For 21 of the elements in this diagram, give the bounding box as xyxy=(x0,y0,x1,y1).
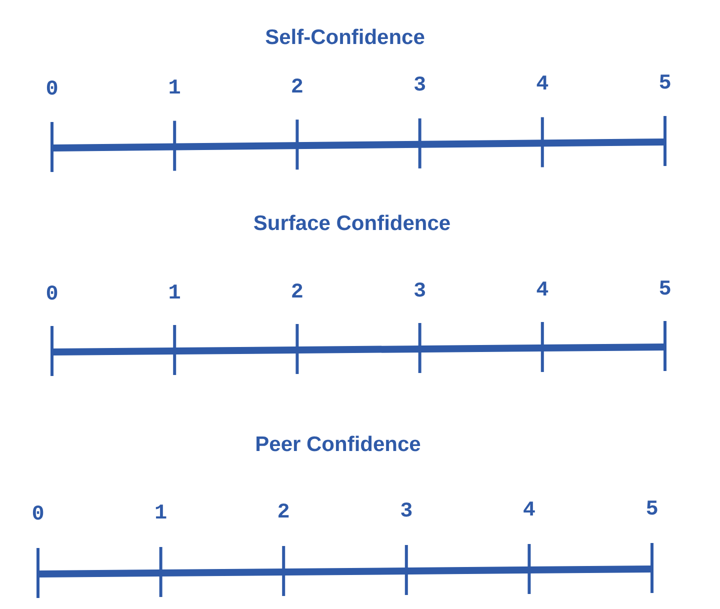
scale-number: 4 xyxy=(536,280,549,302)
scale-number: 3 xyxy=(414,280,426,304)
scale-title: Self-Confidence xyxy=(265,26,425,50)
scale-number: 4 xyxy=(522,500,536,522)
scale-number: 0 xyxy=(46,284,58,306)
scale-number: 1 xyxy=(168,282,181,306)
scale-number: 1 xyxy=(168,77,181,100)
scale-number: 1 xyxy=(154,502,168,526)
scale-number: 4 xyxy=(536,74,549,97)
scale-number: 2 xyxy=(290,282,304,304)
scale-number: 2 xyxy=(277,502,290,524)
scale-number: 5 xyxy=(658,72,672,96)
scale-title: Surface Confidence xyxy=(253,212,451,236)
scale-number: 5 xyxy=(658,278,672,302)
scale-number: 5 xyxy=(646,498,658,522)
scale-number: 3 xyxy=(400,500,413,524)
scale-title: Peer Confidence xyxy=(255,433,421,457)
scale-number: 0 xyxy=(46,78,58,102)
scale-number: 3 xyxy=(414,74,426,98)
scale-number: 2 xyxy=(290,76,304,100)
scale-number: 0 xyxy=(32,504,44,526)
